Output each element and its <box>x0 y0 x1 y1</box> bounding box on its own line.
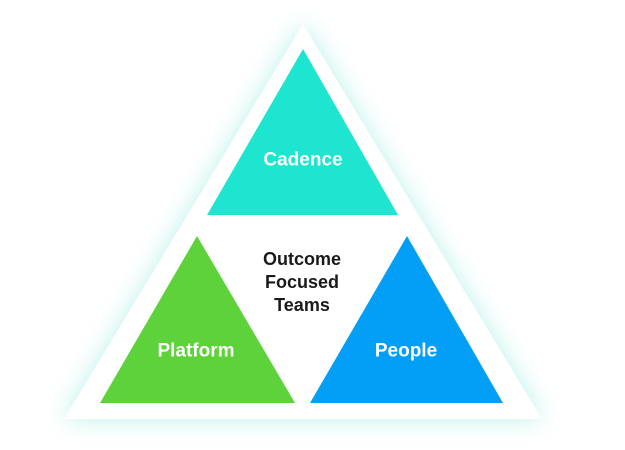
people-label: People <box>375 341 437 362</box>
cadence-label: Cadence <box>263 150 342 171</box>
cadence-triangle <box>207 49 398 215</box>
people-triangle <box>310 236 503 403</box>
center-label-line-1: Outcome <box>263 249 341 269</box>
center-label-line-2: Focused <box>265 272 339 292</box>
platform-triangle <box>100 236 295 403</box>
platform-label: Platform <box>157 341 234 362</box>
center-label-line-3: Teams <box>274 295 330 315</box>
